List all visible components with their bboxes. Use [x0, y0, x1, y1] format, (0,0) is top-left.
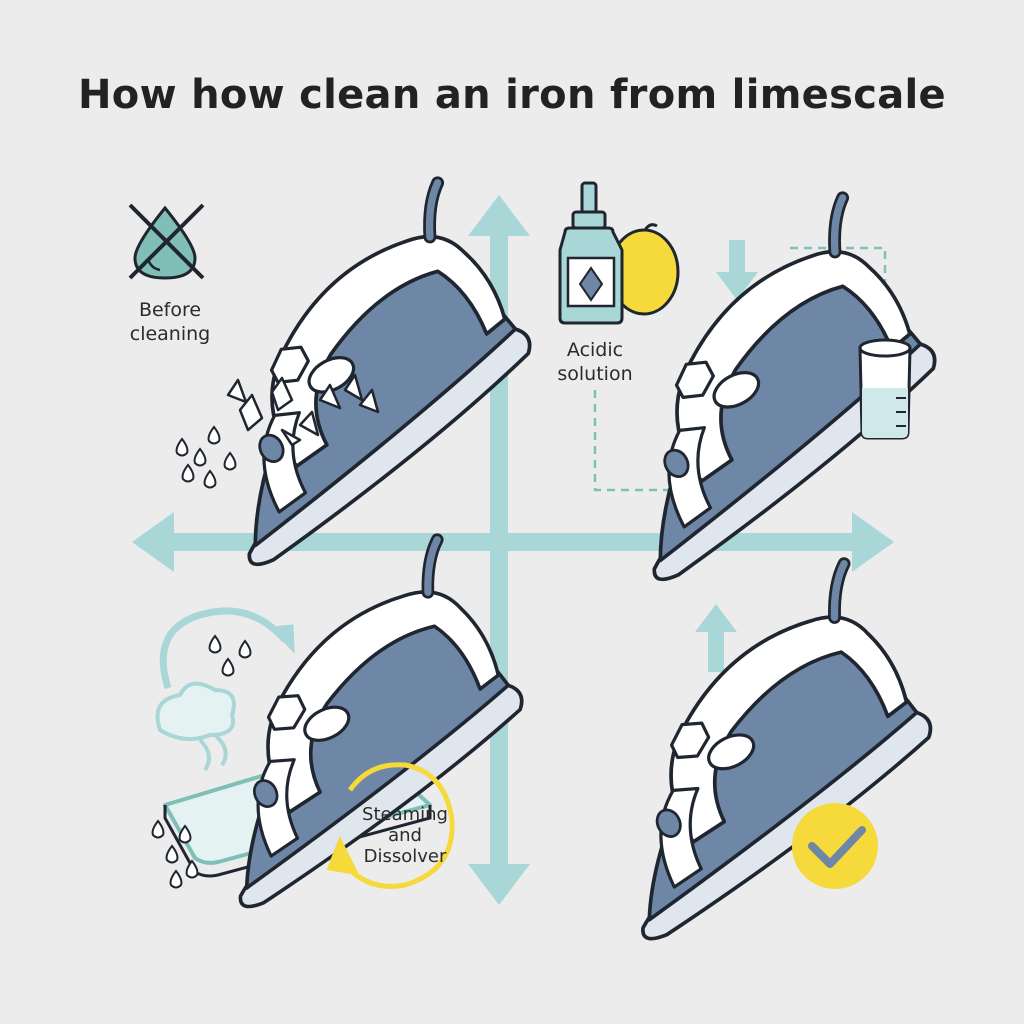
crossed-water-drop-icon: [128, 203, 205, 280]
steam-cloud-icon: [155, 681, 236, 772]
label-before-cleaning: Before cleaning: [129, 299, 211, 345]
step-steaming: [136, 537, 553, 912]
bottle-and-lemon-icon: [558, 181, 680, 325]
pour-arrow-icon: [716, 240, 758, 300]
step-acidic-solution: [540, 181, 969, 585]
step-clean-result: [536, 561, 962, 944]
curved-arrow: [159, 607, 288, 690]
checkmark-icon: [792, 803, 878, 889]
label-steaming-dissolver: Steaming and Dissolver: [362, 804, 448, 867]
measuring-cup-icon: [858, 338, 912, 440]
page-title: How how clean an iron from limescale: [78, 72, 946, 118]
label-acidic-solution: Acidic solution: [557, 339, 633, 385]
cycle-arrows-icon: [326, 762, 455, 889]
iron-clean: [536, 561, 962, 944]
up-arrow-icon: [695, 604, 737, 672]
step-before-cleaning: [128, 180, 564, 570]
falling-drops: [175, 426, 237, 489]
limescale-flakes: [226, 373, 380, 447]
